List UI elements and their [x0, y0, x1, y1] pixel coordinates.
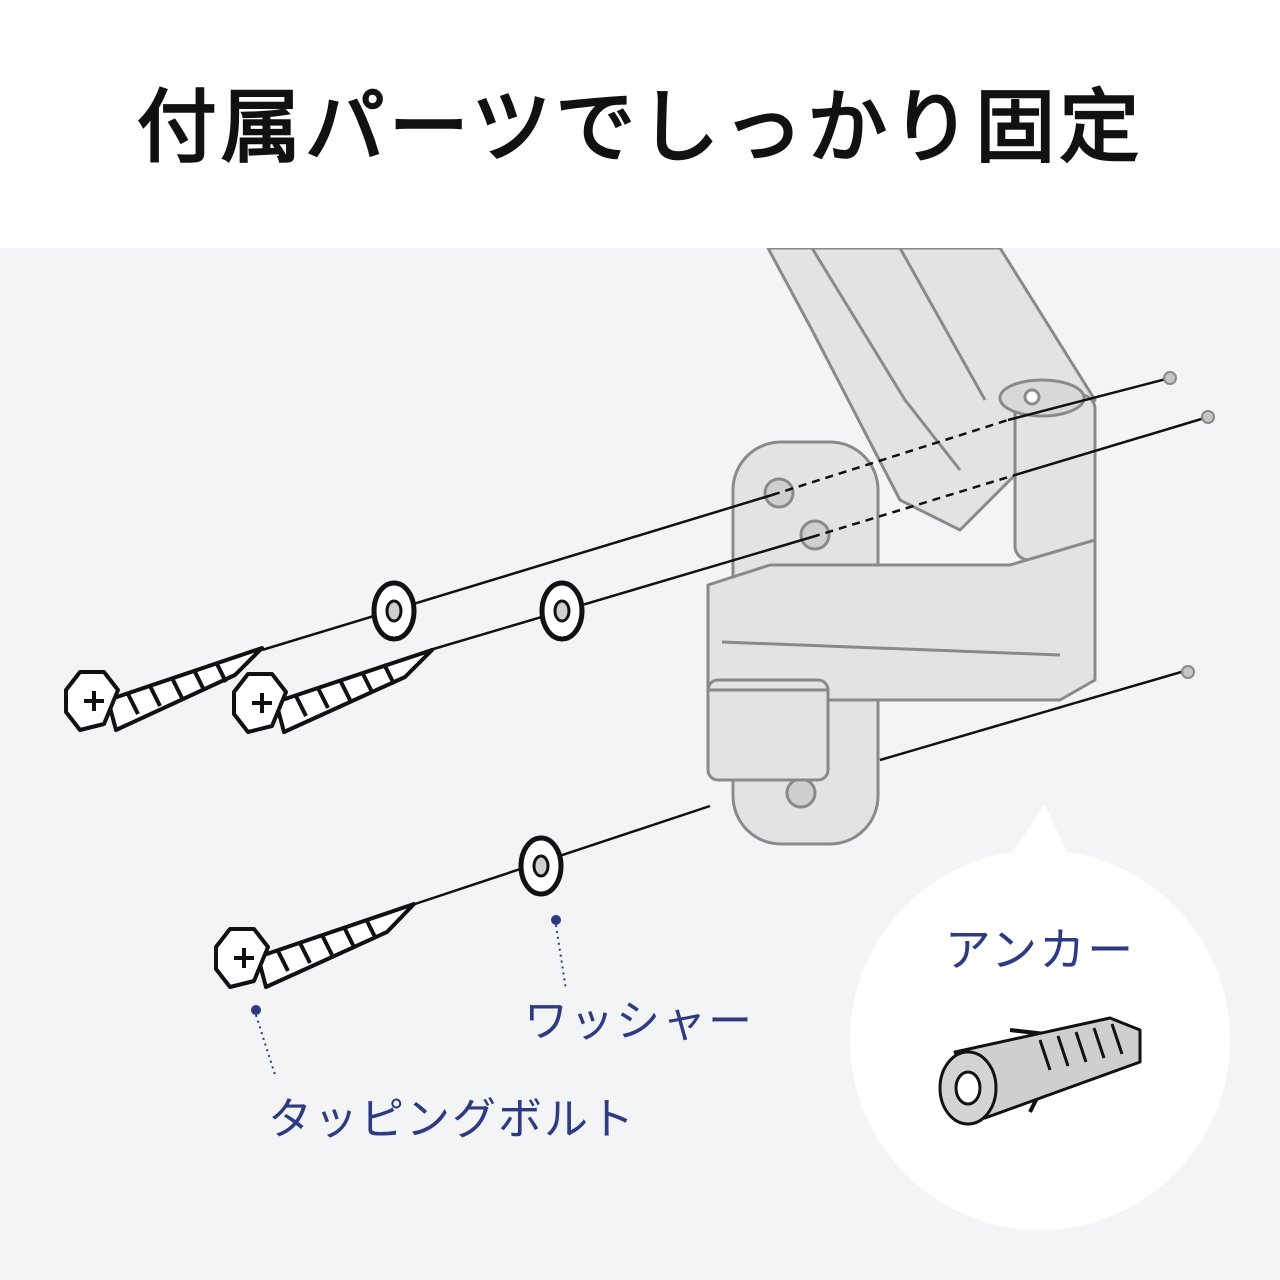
tapping-bolt-label: タッピングボルト — [268, 1094, 636, 1145]
guide-line-top — [261, 493, 773, 652]
pivot-cylinder — [1013, 393, 1097, 562]
anchor-bubble — [850, 805, 1230, 1230]
callout-dot-washer — [551, 915, 561, 925]
guide-line-middle — [1014, 415, 1209, 477]
guide-line-middle — [429, 535, 813, 652]
arm-edge-line — [810, 248, 962, 471]
washer-icon — [518, 835, 564, 897]
monitor-arm-icon — [706, 248, 1097, 846]
washer-icon — [539, 580, 585, 642]
bolt-icon — [232, 648, 434, 734]
callout-dot-bolt — [251, 1005, 261, 1015]
bolt-icon — [214, 902, 416, 989]
hole-marker-icon — [1181, 665, 1195, 679]
washers — [371, 580, 585, 897]
plate-hole — [785, 777, 817, 809]
bolt-icon — [64, 646, 264, 732]
guide-lines — [261, 376, 1209, 907]
pivot-screw-icon — [1023, 388, 1041, 406]
hole-markers — [1163, 371, 1215, 679]
washer-icon — [371, 580, 417, 642]
callout-leaders — [251, 915, 567, 1079]
callout-line-bolt — [255, 1014, 277, 1079]
guide-line-bottom — [879, 668, 1189, 762]
hole-marker-icon — [1163, 371, 1177, 385]
guide-line-middle-hidden — [811, 473, 1016, 539]
lower-cylinder — [706, 678, 830, 782]
guide-line-top — [1007, 376, 1171, 422]
page-title: 付属パーツでしっかり固定 — [136, 81, 1144, 174]
washer-label: ワッシャー — [524, 996, 754, 1047]
arm-edge-line — [898, 248, 987, 401]
header: 付属パーツでしっかり固定 — [0, 0, 1280, 248]
anchor-icon — [938, 1016, 1142, 1126]
upper-arm — [766, 248, 1097, 532]
arm-edge-line — [721, 640, 1061, 657]
callout-line-washer — [555, 924, 567, 991]
hole-marker-icon — [1201, 410, 1215, 424]
anchor-label: アンカー — [944, 923, 1136, 977]
